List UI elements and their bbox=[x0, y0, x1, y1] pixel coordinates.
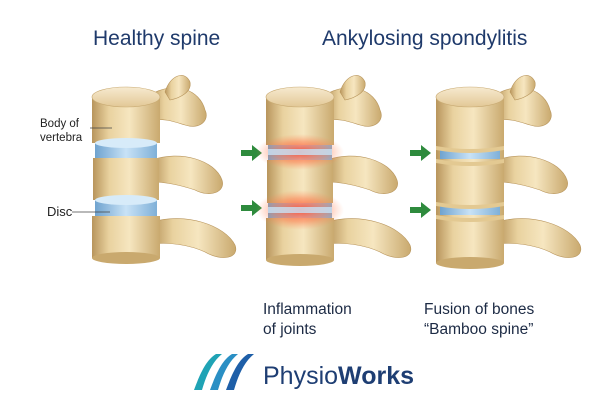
fusion-caption-line1: Fusion of bones bbox=[424, 301, 535, 318]
fused-spine bbox=[435, 75, 582, 269]
inflamed-spine bbox=[256, 75, 412, 266]
ankylosing-spondylitis-title: Ankylosing spondylitis bbox=[322, 27, 528, 50]
fusion-caption: Fusion of bones “Bamboo spine” bbox=[424, 300, 534, 340]
inflammation-caption-line1: Inflammation bbox=[263, 301, 352, 318]
inflammation-caption-line2: of joints bbox=[263, 321, 317, 338]
inflammation-caption: Inflammation of joints bbox=[263, 300, 352, 340]
physioworks-logo-icon bbox=[194, 354, 254, 390]
disc-label: Disc bbox=[47, 204, 73, 219]
healthy-spine bbox=[72, 75, 237, 264]
healthy-spine-title: Healthy spine bbox=[93, 27, 221, 50]
brand-name-part1: Physio bbox=[263, 362, 339, 390]
arrow-group-2 bbox=[410, 145, 431, 218]
body-of-vertebra-label: Body of vertebra bbox=[40, 117, 82, 145]
fusion-caption-line2: “Bamboo spine” bbox=[424, 321, 534, 338]
brand-name-part2: Works bbox=[338, 362, 414, 390]
physioworks-wordmark: PhysioWorks bbox=[263, 362, 414, 391]
body-of-vertebra-label-line2: vertebra bbox=[40, 132, 83, 144]
body-of-vertebra-label-line1: Body of bbox=[40, 118, 79, 130]
